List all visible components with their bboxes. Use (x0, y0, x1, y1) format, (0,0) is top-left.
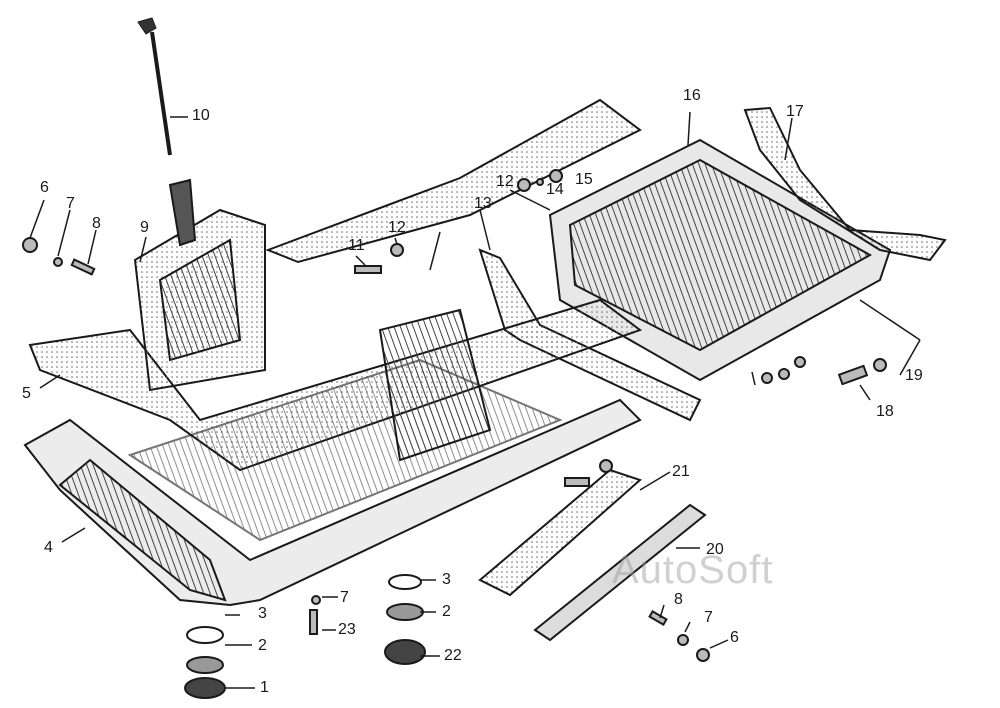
oil-pan (23, 308, 642, 607)
upper-gasket (265, 98, 642, 264)
callout-2-right: 2 (442, 603, 451, 620)
callout-7-bottom: 7 (340, 589, 349, 606)
callout-15: 15 (575, 171, 593, 188)
callout-3-left: 3 (258, 605, 267, 622)
callout-5: 5 (22, 385, 31, 402)
callout-7-bottom-right: 7 (704, 609, 713, 626)
callout-12-upper: 12 (496, 173, 514, 190)
callout-6: 6 (40, 179, 49, 196)
callout-18: 18 (876, 403, 894, 420)
callout-22: 22 (444, 647, 462, 664)
callout-8: 8 (92, 215, 101, 232)
callout-16: 16 (683, 87, 701, 104)
callout-2-left: 2 (258, 637, 267, 654)
callout-1: 1 (260, 679, 269, 696)
callout-7: 7 (66, 195, 75, 212)
upper-crankcase (548, 106, 947, 382)
callout-4: 4 (44, 539, 53, 556)
hardware (22, 169, 887, 699)
plate-20 (533, 503, 707, 642)
leader-lines (29, 111, 921, 689)
cover-plate (133, 178, 266, 392)
callout-17: 17 (786, 103, 804, 120)
callout-3-right: 3 (442, 571, 451, 588)
callout-6-bottom: 6 (730, 629, 739, 646)
watermark: AutoSoft (612, 548, 774, 592)
callout-20: 20 (706, 541, 724, 558)
callout-8-bottom: 8 (674, 591, 683, 608)
dipstick (137, 17, 172, 156)
gasket-21 (478, 468, 642, 597)
callout-11: 11 (348, 237, 365, 254)
callout-13: 13 (474, 195, 492, 212)
callout-23: 23 (338, 621, 356, 638)
callout-9: 9 (140, 219, 149, 236)
callout-21: 21 (672, 463, 690, 480)
callout-14: 14 (546, 181, 564, 198)
callout-12-lower: 12 (388, 219, 406, 236)
callout-19: 19 (905, 367, 923, 384)
callout-10: 10 (192, 107, 210, 124)
